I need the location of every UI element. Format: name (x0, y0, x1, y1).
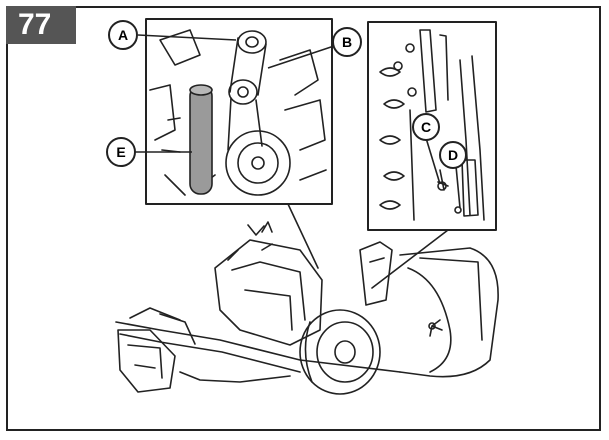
inset-leader-left (287, 203, 319, 269)
callout-d-label: D (448, 147, 458, 163)
figure-number-badge: 77 (6, 6, 76, 44)
callout-a-label: A (118, 27, 128, 43)
figure-frame (6, 6, 601, 431)
callout-b: B (332, 27, 362, 57)
callout-d: D (439, 141, 467, 169)
leader-line-d (455, 165, 461, 209)
leader-line-a (137, 34, 237, 41)
leader-line-b (267, 45, 335, 69)
leader-line-c (425, 137, 441, 185)
callout-e: E (106, 137, 136, 167)
callout-b-label: B (342, 34, 352, 50)
callout-a: A (108, 20, 138, 50)
snow-blower-drawing (115, 221, 499, 395)
detail-inset-bracket (367, 21, 497, 231)
detail-inset-belt (145, 18, 333, 205)
callout-e-label: E (116, 144, 125, 160)
callout-c: C (412, 113, 440, 141)
inset-leader-right (371, 229, 449, 289)
callout-c-label: C (421, 119, 431, 135)
